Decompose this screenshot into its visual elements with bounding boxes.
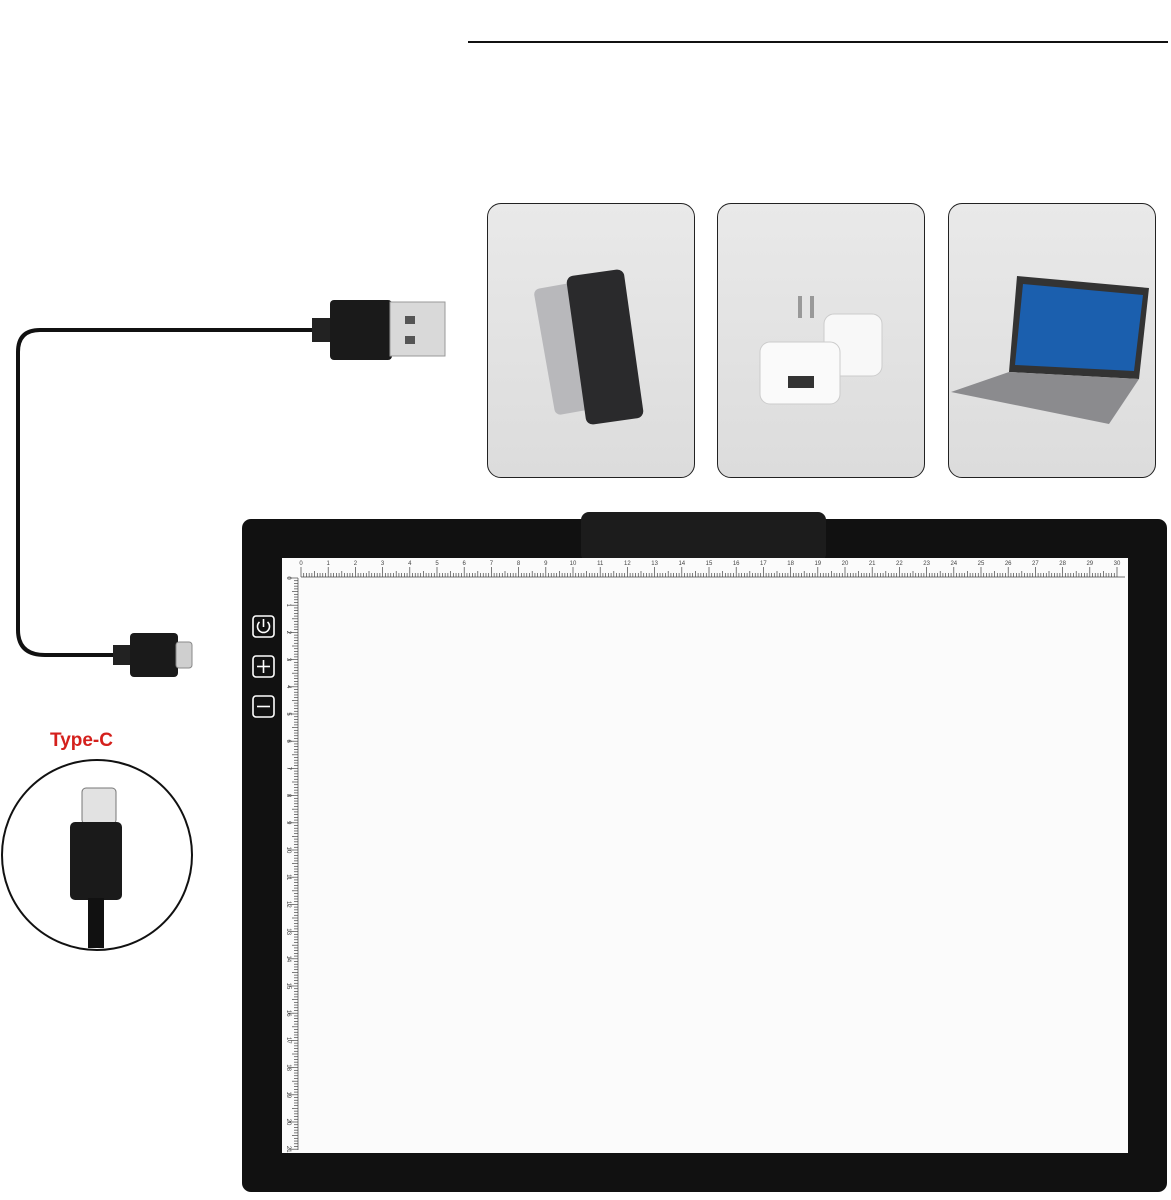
type-c-label: Type-C [50, 730, 113, 751]
power-bank-card [487, 203, 695, 478]
ruler-label: 12 [624, 561, 631, 567]
ruler-label: 15 [706, 561, 713, 567]
ruler-label: 12 [285, 901, 291, 908]
ruler-label: 16 [733, 561, 740, 567]
ruler-label: 18 [787, 561, 794, 567]
divider-line [468, 41, 1168, 43]
ruler-label: 26 [1005, 561, 1012, 567]
ruler-label: 18 [285, 1064, 291, 1071]
ruler-label: 14 [285, 955, 291, 962]
ruler-label: 17 [760, 561, 767, 567]
ruler-label: 1 [327, 561, 331, 567]
ruler-label: 2 [285, 631, 291, 635]
ruler-label: 3 [381, 561, 385, 567]
wall-adapter-icon [759, 296, 883, 405]
ruler-label: 2 [354, 561, 358, 567]
ruler-label: 20 [285, 1119, 291, 1126]
ruler-label: 14 [678, 561, 685, 567]
ruler-label: 20 [842, 561, 849, 567]
ruler-label: 11 [597, 561, 604, 567]
ruler-label: 1 [285, 604, 291, 608]
clip-bar [581, 512, 826, 562]
ruler-label: 10 [285, 847, 291, 854]
ruler-label: 7 [490, 561, 494, 567]
ruler-label: 9 [285, 821, 291, 825]
type-c-plug-icon [113, 633, 193, 677]
ruler-label: 4 [285, 685, 291, 689]
ruler-label: 13 [651, 561, 658, 567]
ruler-label: 23 [923, 561, 930, 567]
ruler-label: 5 [435, 561, 439, 567]
ruler-label: 8 [285, 794, 291, 798]
ruler-label: 6 [285, 740, 291, 744]
wall-adapter-card [717, 203, 925, 478]
plus-icon [252, 655, 275, 678]
type-c-closeup [1, 759, 193, 951]
ruler-label: 17 [285, 1037, 291, 1044]
power-bank-icon [534, 269, 644, 425]
ruler-label: 3 [285, 658, 291, 662]
laptop-card [948, 203, 1156, 478]
ruler-label: 19 [814, 561, 821, 567]
ruler-label: 6 [463, 561, 467, 567]
ruler-label: 7 [285, 767, 291, 771]
ruler-label: 21 [869, 561, 876, 567]
ruler-label: 21 [285, 1146, 291, 1153]
ruler-label: 25 [978, 561, 985, 567]
ruler-label: 9 [544, 561, 548, 567]
ruler-label: 11 [285, 874, 291, 881]
ruler-label: 24 [950, 561, 957, 567]
ruler-label: 30 [1114, 561, 1121, 567]
light-panel [282, 558, 1128, 1153]
ruler-label: 16 [285, 1010, 291, 1017]
ruler-label: 10 [570, 561, 577, 567]
ruler-label: 29 [1086, 561, 1093, 567]
laptop-icon [951, 276, 1149, 424]
ruler-label: 28 [1059, 561, 1066, 567]
usb-cable [16, 328, 312, 657]
ruler-label: 8 [517, 561, 521, 567]
ruler-label: 19 [285, 1091, 291, 1098]
ruler-label: 15 [285, 983, 291, 990]
power-icon [252, 615, 275, 638]
ruler-label: 13 [285, 928, 291, 935]
ruler-label: 5 [285, 712, 291, 716]
ruler-label: 0 [285, 576, 291, 580]
ruler-label: 22 [896, 561, 903, 567]
ruler-label: 27 [1032, 561, 1039, 567]
ruler-label: 4 [408, 561, 412, 567]
ruler-label: 0 [299, 561, 303, 567]
minus-icon [252, 695, 275, 718]
usb-a-plug-icon [312, 300, 446, 360]
